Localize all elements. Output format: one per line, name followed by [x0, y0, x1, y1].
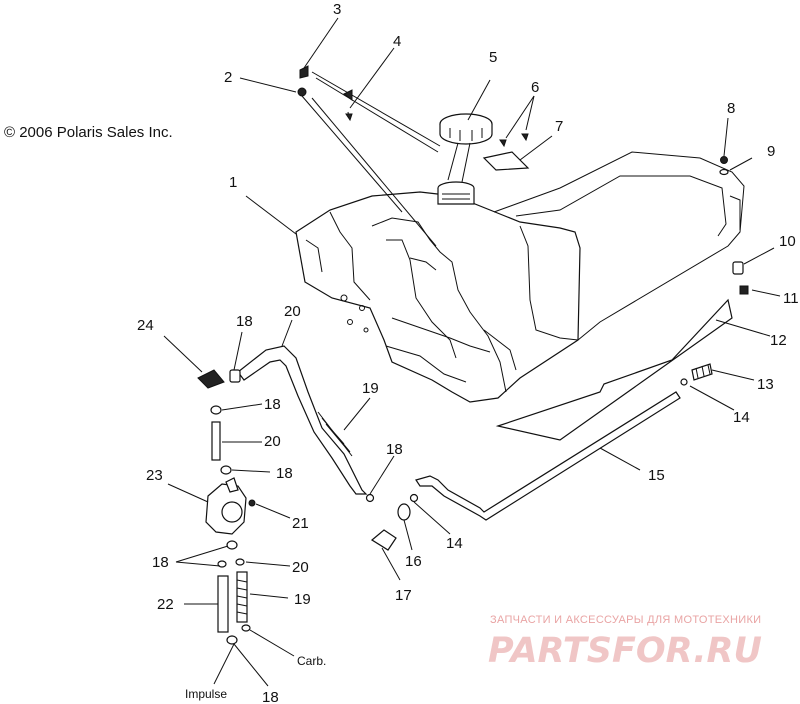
petcock-top-fitting	[197, 369, 241, 389]
callout-11: 11	[783, 290, 799, 307]
callout-22: 22	[157, 596, 174, 613]
callout-8: 8	[727, 100, 735, 117]
fuel-valve	[205, 477, 256, 535]
watermark-brand: PARTSFOR.RU	[488, 631, 762, 671]
callout-9: 9	[767, 143, 775, 160]
callout-2: 2	[224, 69, 232, 86]
callout-18b: 18	[264, 396, 281, 413]
callout-14b: 14	[446, 535, 463, 552]
callout-1: 1	[229, 174, 237, 191]
watermark: ЗАПЧАСТИ И АКСЕССУАРЫ ДЛЯ МОТОТЕХНИКИ PA…	[488, 614, 762, 671]
rear-mount-hardware	[719, 156, 749, 295]
callout-23: 23	[146, 467, 163, 484]
copyright-text: © 2006 Polaris Sales Inc.	[4, 124, 173, 141]
callout-14a: 14	[733, 409, 750, 426]
fuel-tank	[295, 181, 581, 403]
callout-15: 15	[648, 467, 665, 484]
callout-13: 13	[757, 376, 774, 393]
callout-10: 10	[779, 233, 796, 250]
callout-3: 3	[333, 1, 341, 18]
fuel-line-long	[415, 391, 681, 521]
bracket	[482, 151, 530, 171]
callout-19b: 19	[294, 591, 311, 608]
fittings-right	[365, 493, 419, 551]
fuel-line-upper	[237, 345, 368, 495]
callout-4: 4	[393, 33, 401, 50]
vent-line	[297, 65, 441, 153]
callout-18e: 18	[152, 554, 169, 571]
impulse-label: Impulse	[185, 687, 227, 701]
callout-21: 21	[292, 515, 309, 532]
callout-20b: 20	[264, 433, 281, 450]
callout-18d: 18	[386, 441, 403, 458]
front-fitting	[680, 363, 713, 386]
callout-20c: 20	[292, 559, 309, 576]
watermark-tagline: ЗАПЧАСТИ И АКСЕССУАРЫ ДЛЯ МОТОТЕХНИКИ	[490, 614, 761, 626]
callout-18c: 18	[276, 465, 293, 482]
lower-hoses	[217, 540, 251, 645]
callout-20a: 20	[284, 303, 301, 320]
callout-numbers: 1 2 3 4 5 6 7 8 9 10 11 12 13 14 15 14 1…	[137, 1, 799, 704]
callout-18f: 18	[262, 689, 279, 704]
callout-5: 5	[489, 49, 497, 66]
callout-19a: 19	[362, 380, 379, 397]
callout-12: 12	[770, 332, 787, 349]
callout-6: 6	[531, 79, 539, 96]
seat-outline	[493, 151, 745, 341]
callout-16: 16	[405, 553, 422, 570]
callout-24: 24	[137, 317, 154, 334]
callout-18a: 18	[236, 313, 253, 330]
vent-screws	[499, 133, 529, 148]
heat-shield-plate	[495, 298, 733, 441]
callout-17: 17	[395, 587, 412, 604]
carb-label: Carb.	[297, 654, 326, 668]
leader-lines	[163, 17, 781, 687]
fuel-cap	[439, 113, 493, 183]
left-hose-stack	[210, 405, 232, 475]
callout-7: 7	[555, 118, 563, 135]
